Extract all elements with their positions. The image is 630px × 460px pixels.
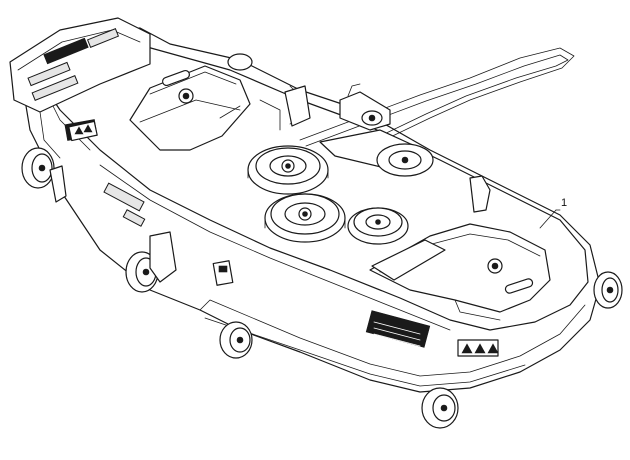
warning-decal (457, 339, 499, 357)
warning-decal (212, 260, 234, 286)
safety-decals (68, 120, 499, 357)
anti-scalp-wheel (21, 147, 55, 189)
upper-spindle-pulley (247, 145, 329, 195)
right-spindle-pulley (347, 207, 409, 245)
center-spindle-pulley (264, 193, 346, 243)
deck-brackets (49, 85, 491, 283)
callout-label: 1 (561, 197, 567, 209)
rear-belt-cover (129, 65, 251, 151)
warning-decal (365, 310, 431, 348)
anti-scalp-wheel (421, 387, 459, 429)
idler-arm-assembly (319, 83, 434, 177)
drive-belt (299, 47, 575, 147)
anti-scalp-wheel (593, 271, 623, 309)
part-number-decal (103, 182, 146, 227)
anti-scalp-wheel (219, 321, 253, 359)
warning-decal (68, 120, 98, 142)
right-belt-cover (369, 223, 551, 321)
callout-1: 1 (539, 197, 567, 229)
anti-scalp-wheel (227, 53, 253, 71)
